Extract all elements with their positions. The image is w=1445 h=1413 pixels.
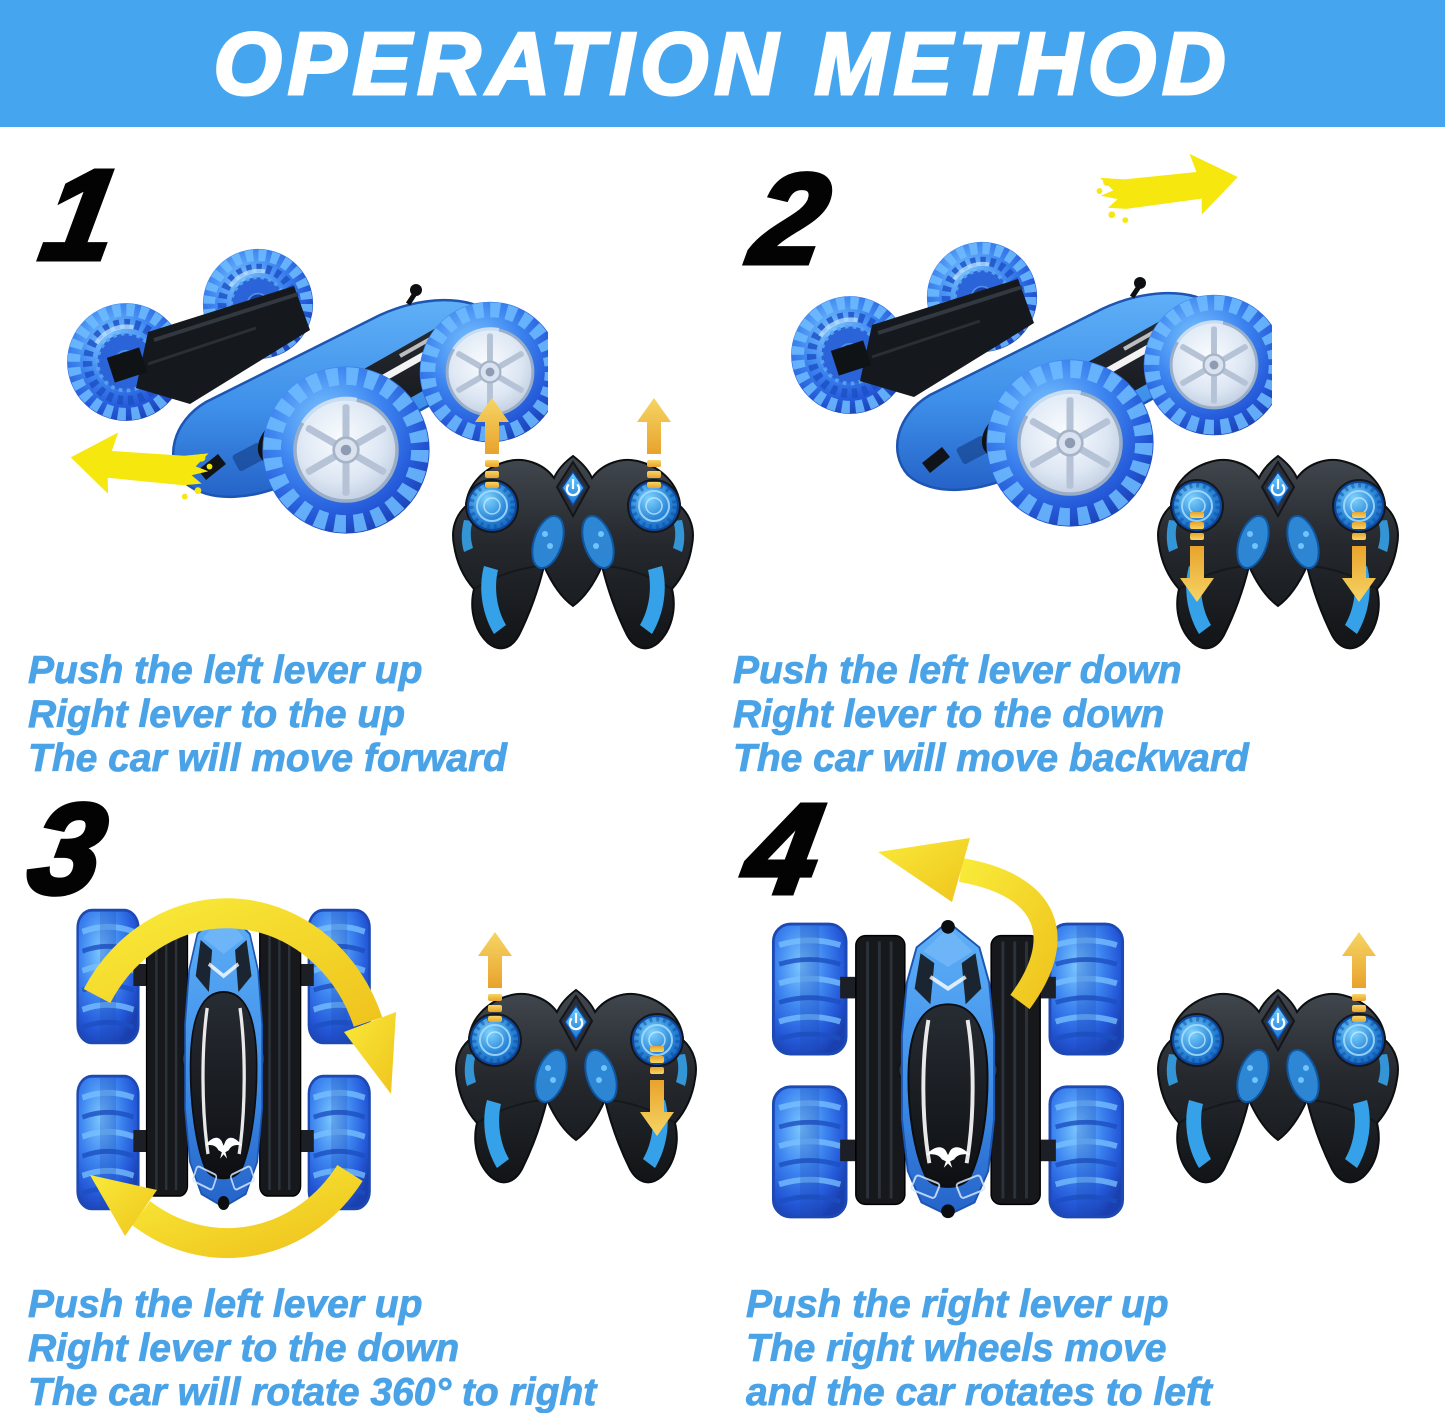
- stunt-car-left-turn-graphic: [756, 838, 1136, 1225]
- header-banner: OPERATION METHOD: [0, 0, 1445, 127]
- rotate-clockwise-arrow-icon: [83, 898, 396, 1259]
- instruction-line: and the car rotates to left: [746, 1371, 1213, 1413]
- instruction-line: The right wheels move: [746, 1327, 1167, 1371]
- remote-controller-icon: [448, 932, 704, 1192]
- instruction-line: Push the right lever up: [746, 1283, 1169, 1327]
- step-2-instructions: Push the left lever down Right lever to …: [733, 649, 1250, 781]
- remote-controller-icon: [1150, 932, 1406, 1192]
- remote-controller-icon: [1150, 392, 1406, 658]
- remote-controller-icon: [445, 398, 701, 658]
- page-title: OPERATION METHOD: [212, 13, 1232, 115]
- instruction-line: Right lever to the up: [28, 693, 406, 737]
- curve-up-left-arrow-icon: [878, 838, 1058, 1010]
- step-1-instructions: Push the left lever up Right lever to th…: [28, 649, 508, 781]
- step-3-instructions: Push the left lever up Right lever to th…: [28, 1283, 597, 1413]
- instruction-line: Right lever to the down: [28, 1327, 460, 1371]
- instruction-line: Push the left lever up: [28, 649, 423, 693]
- stunt-car-top-view-icon: [773, 920, 1122, 1218]
- instruction-line: Push the left lever down: [733, 649, 1182, 693]
- instruction-line: The car will move forward: [28, 737, 508, 781]
- instruction-line: Right lever to the down: [733, 693, 1165, 737]
- step-4-instructions: Push the right lever up The right wheels…: [746, 1283, 1213, 1413]
- instruction-line: The car will move backward: [733, 737, 1250, 781]
- instruction-line: The car will rotate 360° to right: [28, 1371, 597, 1413]
- instruction-line: Push the left lever up: [28, 1283, 423, 1327]
- stunt-car-rotation-graphic: [42, 898, 396, 1259]
